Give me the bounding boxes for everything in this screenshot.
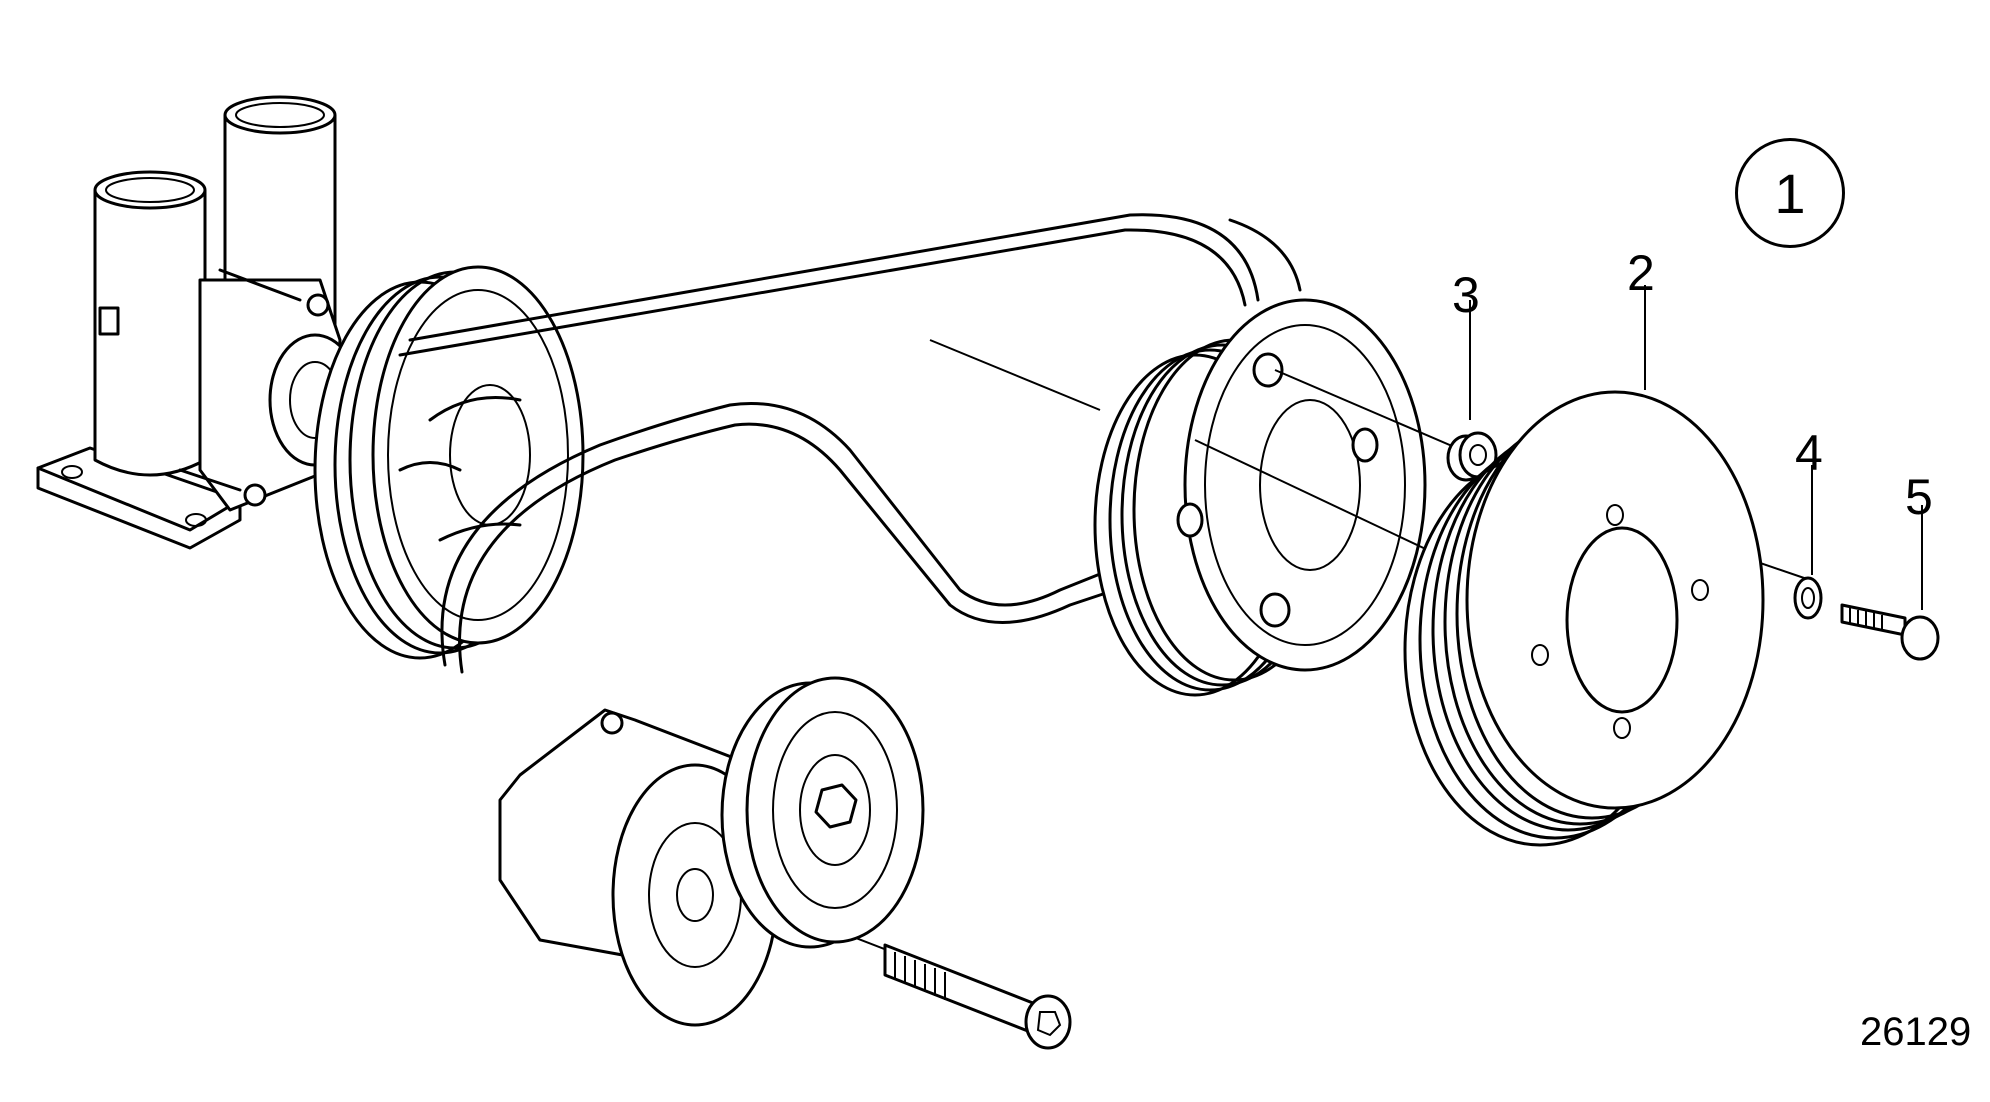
bolt-part-5 (1840, 505, 1940, 661)
callout-5: 5 (1905, 469, 1933, 525)
pump-pulley (313, 265, 585, 660)
crankshaft-pulley (1093, 298, 1427, 697)
spacer-part-3 (1446, 300, 1498, 482)
view-number-circle: 1 (1735, 138, 1845, 248)
callout-2: 2 (1627, 245, 1655, 301)
callout-4: 4 (1795, 425, 1823, 481)
tensioner-bolt (883, 943, 1072, 1050)
belt-tensioner (498, 676, 925, 1027)
reference-code: 26129 (1860, 1010, 1972, 1054)
pulley-part-2 (1403, 285, 1765, 847)
drive-belt (398, 213, 1302, 674)
sea-water-pump (36, 95, 362, 550)
washer-part-4 (1793, 465, 1823, 620)
callout-3: 3 (1452, 267, 1480, 323)
